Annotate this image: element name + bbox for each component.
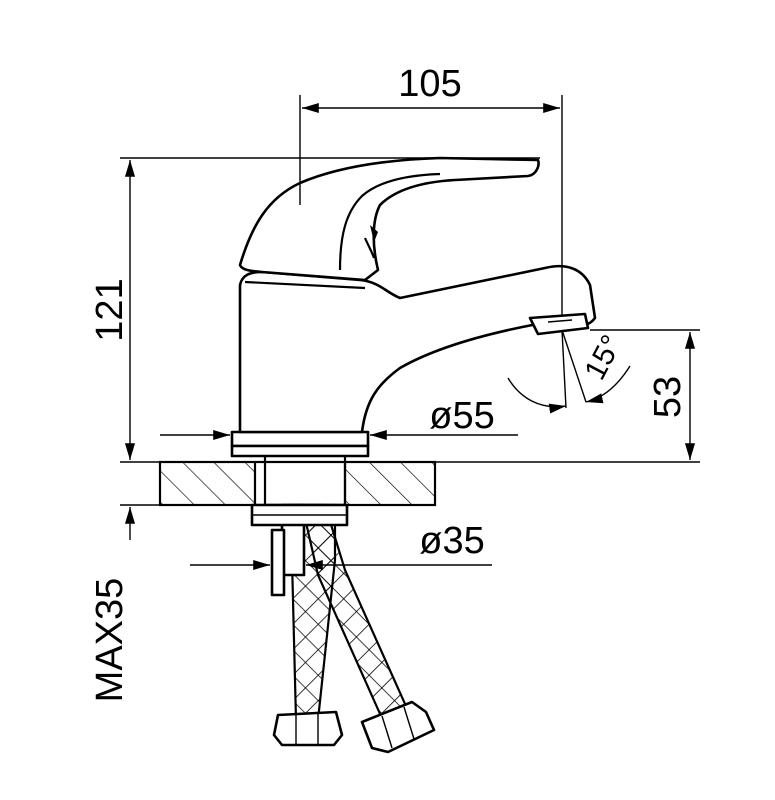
shank: [250, 453, 349, 527]
dimension-max-counter: MAX35: [89, 504, 255, 703]
dimension-spout-height-label: 53: [647, 376, 689, 418]
hose-nut-right: [360, 700, 436, 754]
dimension-height-label: 121: [89, 278, 131, 341]
lever-handle: [238, 156, 540, 282]
aerator: [528, 312, 590, 336]
dimension-spout-height: 53: [590, 329, 700, 460]
flexible-hoses: [270, 503, 436, 754]
dimension-base-diameter-label: ø55: [429, 395, 494, 437]
dimension-width-label: 105: [398, 63, 461, 105]
dimension-shank-diameter: ø35: [190, 520, 492, 571]
dimension-height: 121: [89, 157, 700, 463]
base-plate: [230, 430, 370, 448]
countertop-section: [158, 460, 437, 507]
faucet-spout: [238, 264, 597, 434]
dimension-max-counter-label: MAX35: [89, 578, 131, 703]
dimension-base-diameter: ø55: [160, 395, 518, 441]
hose-nut-left: [272, 710, 344, 747]
dimension-spout-angle: 15°: [507, 330, 631, 414]
faucet-body: [230, 156, 597, 458]
dimension-shank-diameter-label: ø35: [419, 520, 484, 562]
dimension-spout-angle-label: 15°: [578, 330, 628, 386]
dimension-width: 105: [299, 63, 563, 315]
